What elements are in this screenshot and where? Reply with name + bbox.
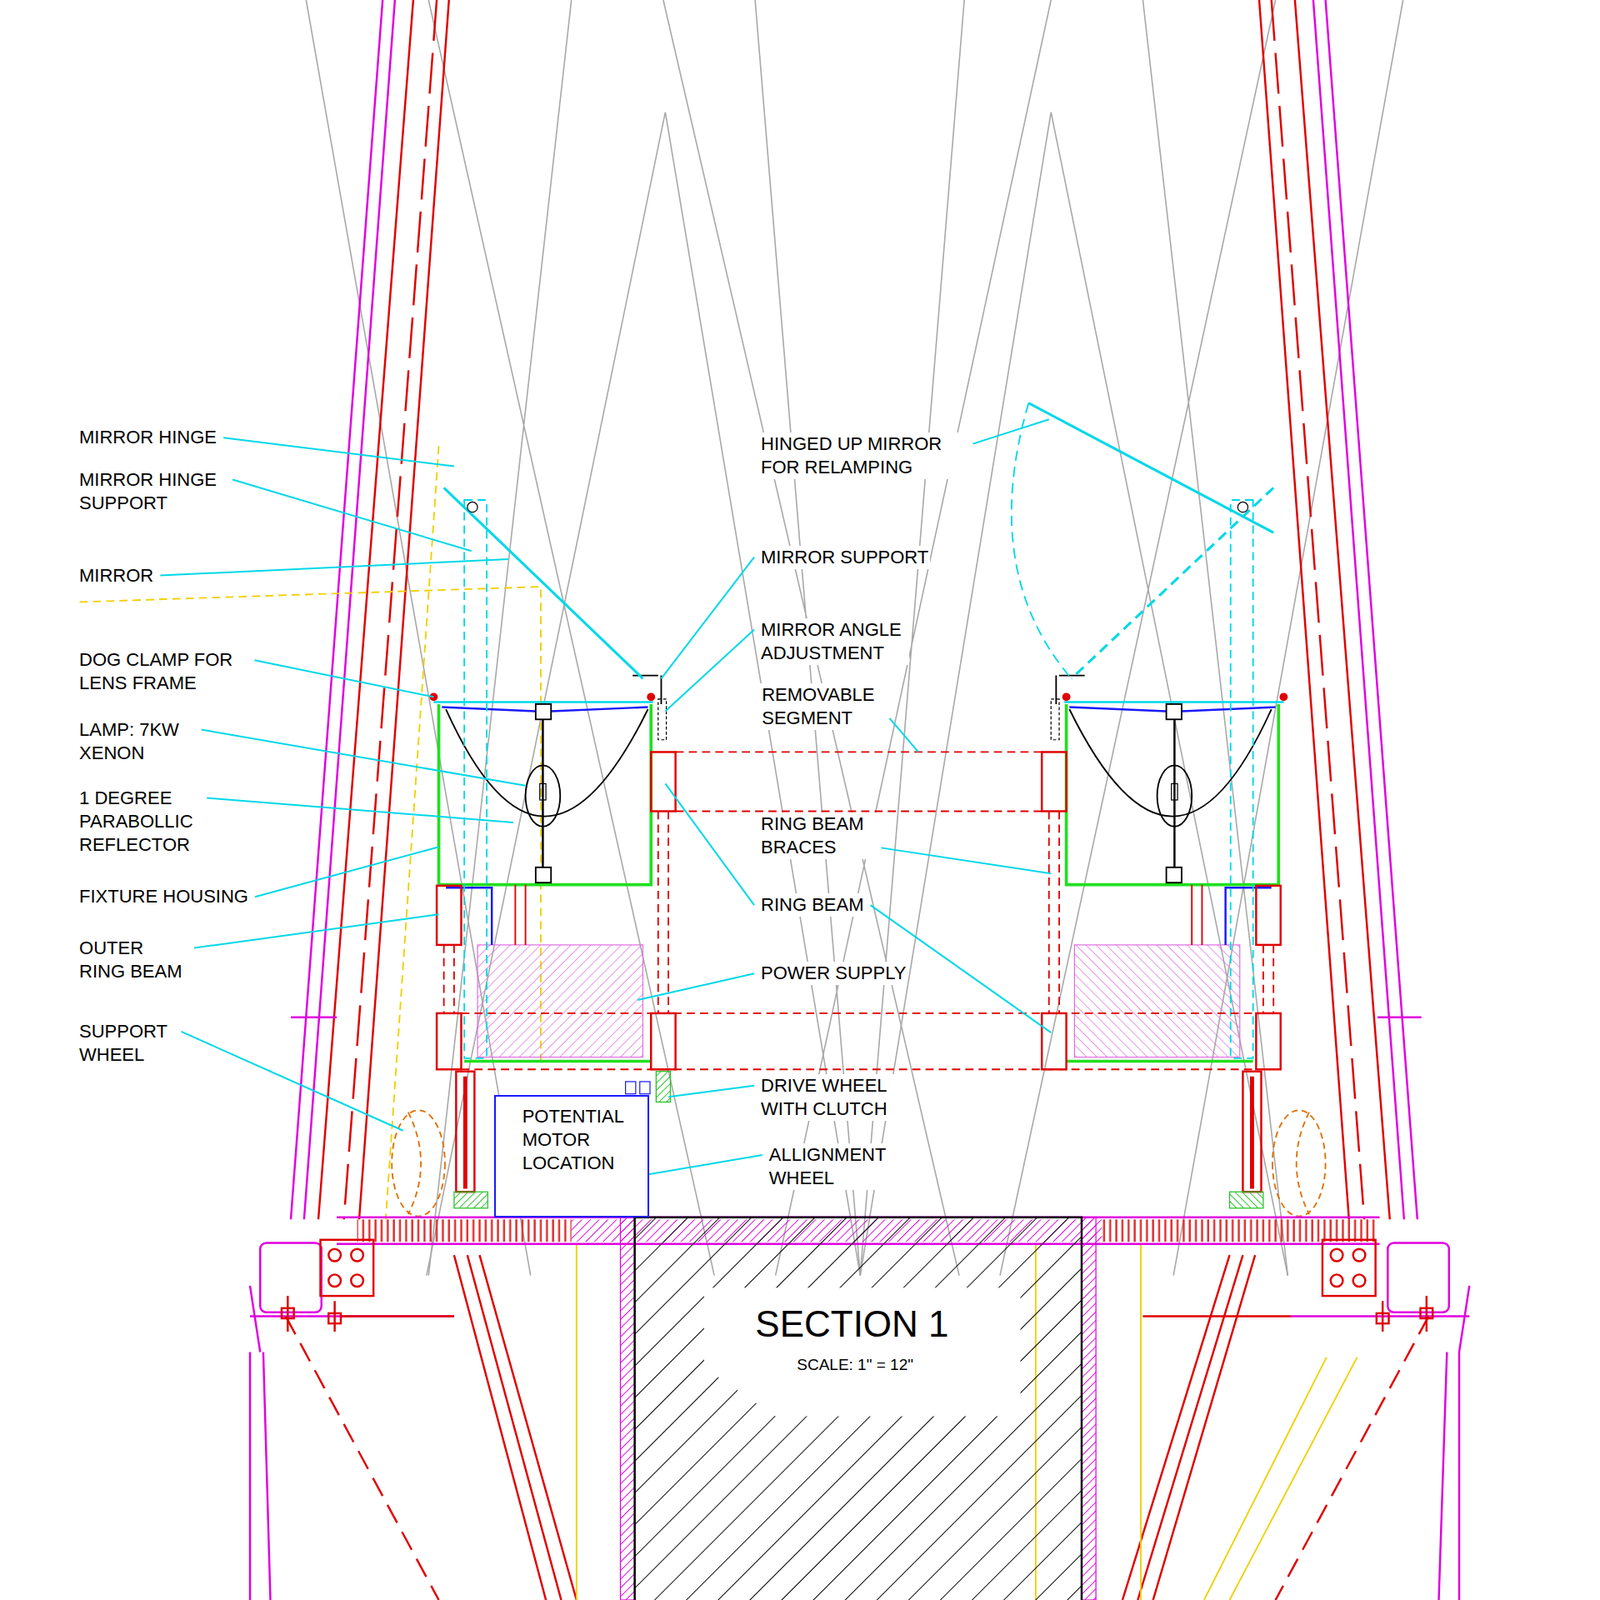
- callout-label: MIRROR: [77, 564, 155, 588]
- callout-label: DRIVE WHEEL WITH CLUTCH: [759, 1074, 897, 1121]
- line-art: [625, 1081, 636, 1095]
- line-art: [444, 487, 644, 679]
- leader-line: [180, 1031, 403, 1131]
- line-art: [1353, 1274, 1366, 1287]
- line-art: [344, 0, 1365, 1220]
- line-art: [1237, 501, 1248, 512]
- leader-line: [668, 1085, 755, 1097]
- line-art: [328, 1313, 341, 1324]
- leader-line: [880, 847, 1051, 874]
- callout-label: SUPPORT WHEEL: [77, 1020, 176, 1067]
- line-art: [290, 0, 1418, 1220]
- leader-line: [160, 559, 509, 576]
- motor-box: POTENTIAL MOTOR LOCATION: [494, 1095, 650, 1218]
- line-art: [1353, 1249, 1366, 1262]
- leader-line: [206, 798, 514, 823]
- callout-label: RING BEAM: [759, 893, 865, 917]
- line-art: [328, 1249, 341, 1262]
- leader-line: [223, 437, 455, 466]
- leader-line: [972, 419, 1049, 444]
- line-art: [350, 1249, 364, 1262]
- line-art: [350, 1274, 364, 1287]
- leader-line: [665, 783, 755, 905]
- line-art: [1387, 1242, 1449, 1312]
- line-art: [1420, 1308, 1433, 1319]
- line-art: [640, 1081, 650, 1095]
- callout-label: RING BEAM BRACES: [759, 812, 876, 860]
- callout-label: POWER SUPPLY: [759, 961, 908, 985]
- callout-label: HINGED UP MIRROR FOR RELAMPING: [759, 432, 968, 480]
- line-art: [620, 1217, 635, 1600]
- line-art: [357, 1219, 572, 1242]
- callout-label: OUTER RING BEAM: [77, 936, 190, 984]
- callout-label: LAMP: 7KW XENON: [77, 718, 197, 765]
- line-art: [318, 0, 1390, 1220]
- line-art: [426, 112, 1288, 1276]
- line-art: [655, 1071, 670, 1103]
- line-art: [1376, 1313, 1390, 1324]
- line-art: [328, 1274, 341, 1287]
- callout-label: MIRROR HINGE: [77, 425, 219, 450]
- callout-label: ALLIGNMENT WHEEL: [767, 1143, 896, 1190]
- callout-label: 1 DEGREE PARABOLLIC REFLECTOR: [77, 786, 202, 857]
- leader-line: [254, 660, 434, 697]
- line-art: [1028, 403, 1274, 534]
- line-art: [1011, 403, 1072, 680]
- leader-line: [889, 718, 919, 753]
- line-art: [467, 501, 478, 512]
- line-art: [1081, 1217, 1096, 1600]
- line-art: [1330, 1249, 1344, 1262]
- callout-label: MIRROR ANGLE ADJUSTMENT: [759, 618, 910, 665]
- line-art: [635, 1217, 1082, 1600]
- line-art: [305, 0, 1403, 1276]
- leader-line: [194, 914, 440, 948]
- line-art: [704, 1287, 1021, 1416]
- leader-line: [201, 730, 526, 786]
- callout-label: DOG CLAMP FOR LENS FRAME: [77, 648, 250, 695]
- line-art: [281, 1308, 295, 1319]
- line-art: [1330, 1274, 1344, 1287]
- line-art: [320, 1240, 374, 1296]
- box-text: POTENTIAL MOTOR LOCATION: [522, 1105, 644, 1175]
- leader-line: [637, 973, 755, 1000]
- line-art: [1071, 487, 1274, 679]
- leader-line: [255, 846, 440, 897]
- leader-line: [665, 630, 755, 712]
- line-art: [260, 1242, 321, 1312]
- line-art: [1101, 1219, 1378, 1242]
- line-art: [1041, 500, 1325, 1217]
- callout-label: MIRROR HINGE SUPPORT: [77, 468, 228, 515]
- section-title: SCALE: 1" = 12": [795, 1355, 915, 1375]
- line-art: [305, 0, 1403, 1276]
- callout-label: FIXTURE HOUSING: [77, 885, 250, 909]
- line-art: [290, 0, 1422, 1220]
- callout-label: REMOVABLE SEGMENT: [760, 683, 885, 730]
- callout-label: MIRROR SUPPORT: [759, 545, 930, 570]
- section-title: SECTION 1: [753, 1300, 950, 1348]
- leader-line: [660, 557, 755, 680]
- line-art: [460, 751, 1256, 1070]
- line-art: [1322, 1240, 1376, 1296]
- leader-line: [232, 480, 472, 552]
